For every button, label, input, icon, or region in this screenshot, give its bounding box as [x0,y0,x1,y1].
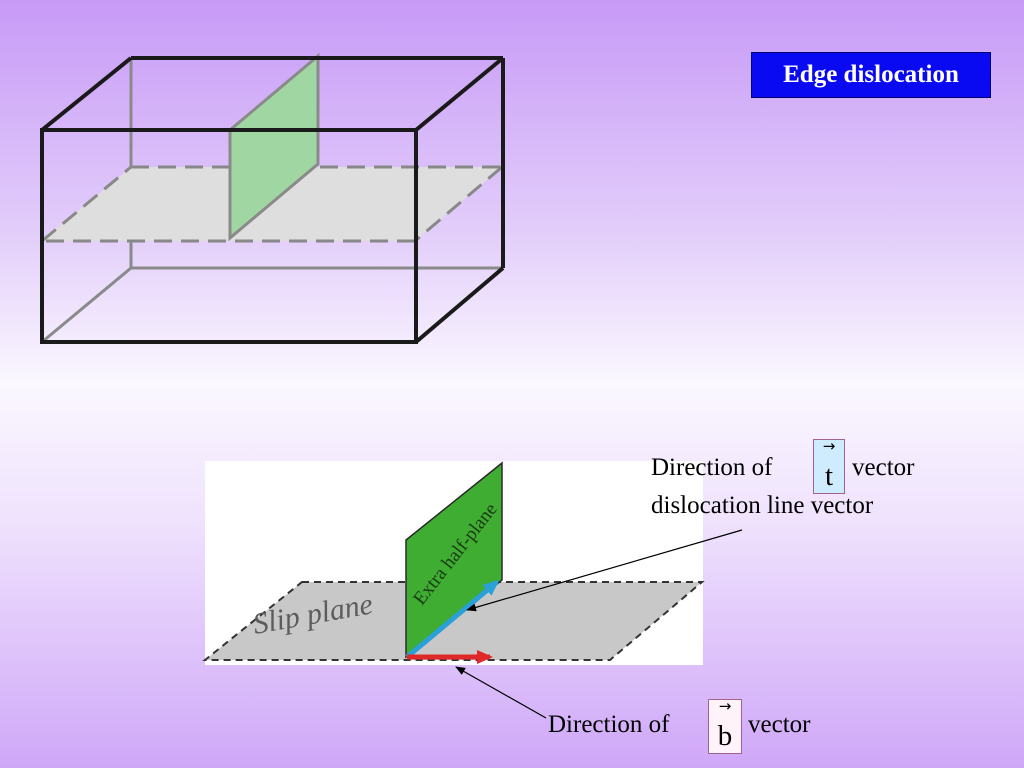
b-symbol-letter: b [717,720,733,752]
b-leader-line [455,666,547,719]
vector-arrow-icon: → [718,697,732,715]
half-plane-detail-diagram: Slip plane Extra half-plane [202,461,705,665]
t-vector-arrow [405,580,500,659]
vector-arrow-icon: → [822,437,836,455]
t-vector-symbol: → t [813,439,845,494]
b-direction-suffix: vector [748,711,811,738]
t-description: dislocation line vector [651,492,874,519]
extra-half-plane [405,461,503,659]
t-leader-line [466,529,743,612]
t-direction-suffix: vector [852,454,915,481]
t-symbol-letter: t [824,460,834,492]
slide-title: Edge dislocation [751,52,991,98]
box-front-edges [40,56,505,344]
b-vector-symbol: → b [708,699,742,754]
crystal-box-diagram [40,52,505,344]
t-direction-prefix: Direction of [651,454,773,481]
slip-plane-outline [41,165,503,243]
b-direction-prefix: Direction of [548,711,670,738]
extra-half-plane-region [228,52,320,242]
